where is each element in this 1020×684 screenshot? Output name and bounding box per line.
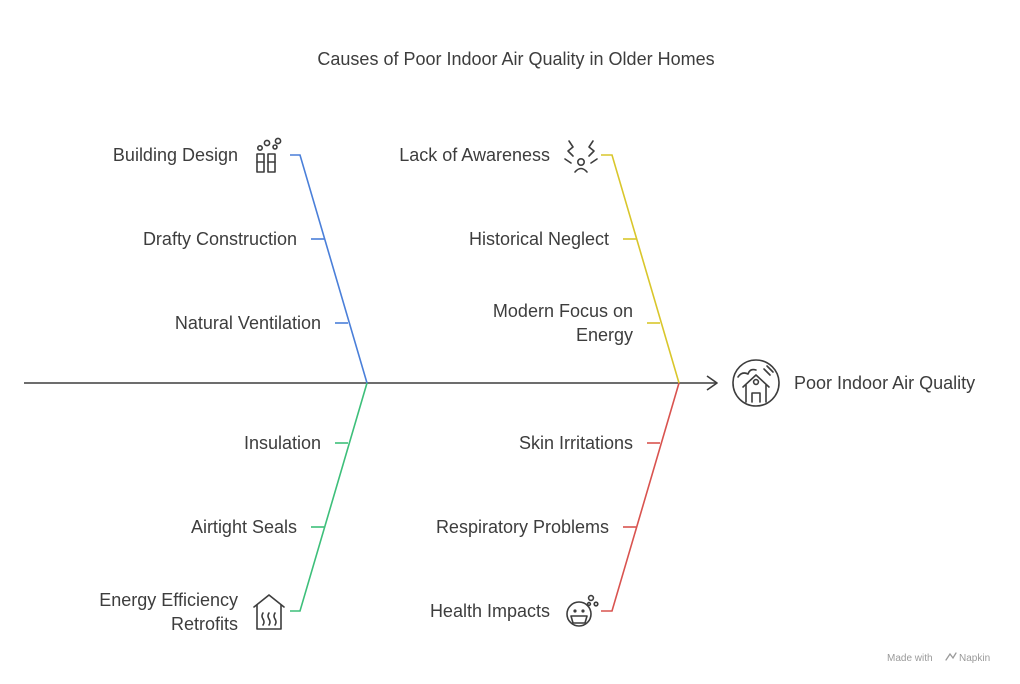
branch-building-design: Building Design Drafty Construction Natu…	[113, 137, 368, 384]
watermark: Made with Napkin	[887, 652, 990, 664]
masked-face-icon	[566, 594, 599, 627]
cause-modern-focus-line1: Modern Focus on	[493, 301, 633, 321]
effect-label: Poor Indoor Air Quality	[794, 373, 975, 393]
branch-label-lack-of-awareness: Lack of Awareness	[399, 145, 550, 165]
cause-historical-neglect: Historical Neglect	[469, 229, 609, 249]
factory-smoke-icon	[256, 137, 282, 173]
cause-natural-ventilation: Natural Ventilation	[175, 313, 321, 333]
confused-person-icon	[564, 140, 598, 173]
cause-airtight-seals: Airtight Seals	[191, 517, 297, 537]
heated-house-icon	[253, 594, 285, 630]
effect: Poor Indoor Air Quality	[732, 359, 975, 407]
branch-energy-efficiency-retrofits: Insulation Airtight Seals Energy Efficie…	[99, 382, 368, 634]
cause-skin-irritations: Skin Irritations	[519, 433, 633, 453]
diagram-title: Causes of Poor Indoor Air Quality in Old…	[317, 49, 714, 69]
branch-label-energy-efficiency-line1: Energy Efficiency	[99, 590, 238, 610]
watermark-prefix: Made with	[887, 653, 933, 664]
cause-modern-focus-line2: Energy	[576, 325, 633, 345]
branch-label-building-design: Building Design	[113, 145, 238, 165]
napkin-logo-icon	[945, 652, 957, 661]
branch-lack-of-awareness: Lack of Awareness Historical Neglect Mod…	[399, 140, 680, 384]
branch-label-energy-efficiency-line2: Retrofits	[171, 614, 238, 634]
branch-label-health-impacts: Health Impacts	[430, 601, 550, 621]
watermark-brand: Napkin	[959, 653, 990, 664]
cause-drafty-construction: Drafty Construction	[143, 229, 297, 249]
cause-respiratory-problems: Respiratory Problems	[436, 517, 609, 537]
cause-insulation: Insulation	[244, 433, 321, 453]
branch-health-impacts: Skin Irritations Respiratory Problems He…	[430, 382, 680, 627]
spine	[24, 375, 718, 391]
house-air-quality-icon	[732, 359, 780, 407]
